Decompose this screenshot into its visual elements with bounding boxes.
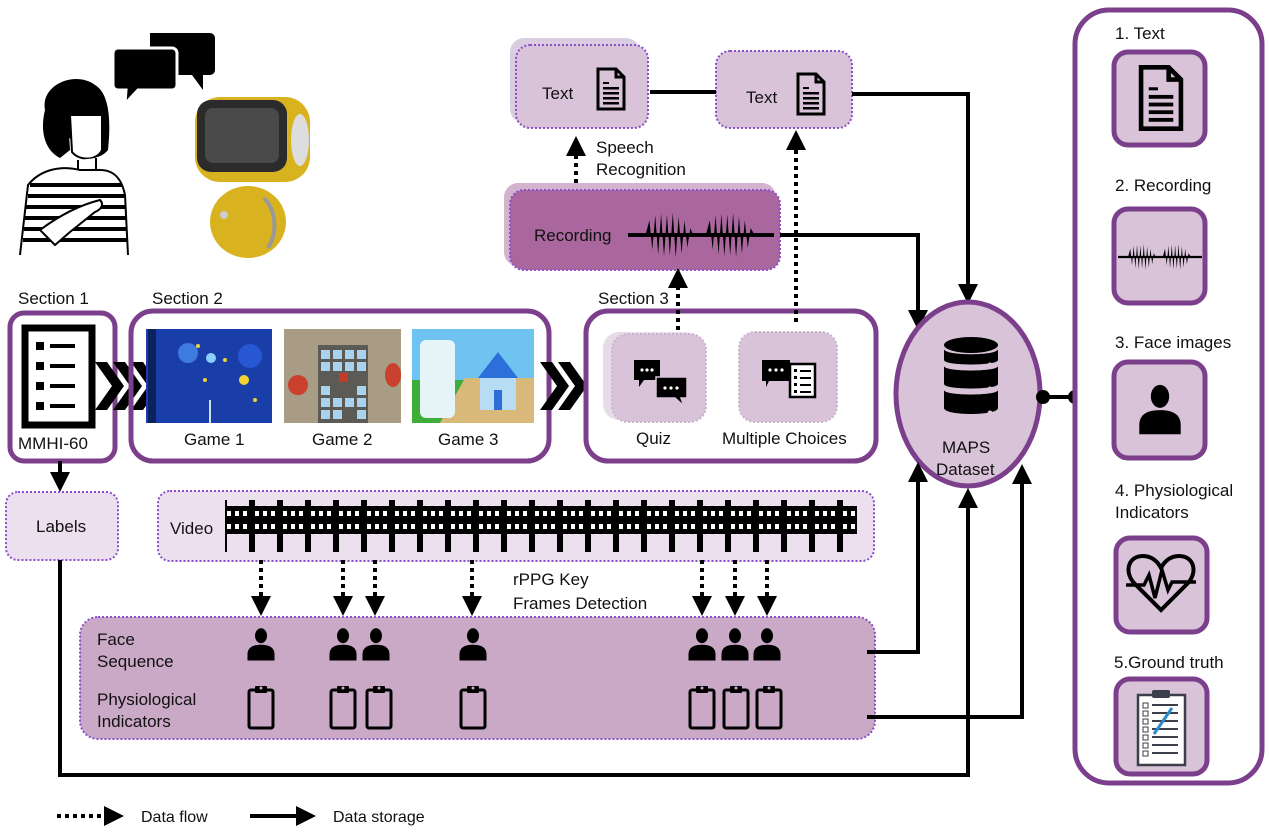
game2-thumbnail <box>284 329 401 423</box>
sequence-node <box>79 616 876 740</box>
labels-label: Labels <box>36 517 86 536</box>
section3-title: Section 3 <box>598 289 669 308</box>
quiz-label: Quiz <box>636 429 671 448</box>
game2-label: Game 2 <box>312 430 372 449</box>
chat-bubbles-icon <box>634 360 688 407</box>
rppg-label-1: rPPG Key <box>513 570 589 589</box>
speech-recognition-label-1: Speech <box>596 138 654 157</box>
section2-box <box>128 308 552 464</box>
output-label-ground-truth: 5.Ground truth <box>1114 653 1224 672</box>
data-storage-arrow <box>867 462 928 654</box>
output-label-physio-2: Indicators <box>1115 503 1189 522</box>
multiple-choices-label: Multiple Choices <box>722 429 847 448</box>
database-icon <box>944 337 998 416</box>
legend: Data flow Data storage <box>57 806 425 826</box>
output-label-physio-1: 4. Physiological <box>1115 481 1233 500</box>
physio-label-1: Physiological <box>97 690 196 709</box>
game1-thumbnail <box>146 329 272 423</box>
multiple-choice-card <box>738 331 838 423</box>
output-card-physio <box>1113 535 1210 635</box>
rppg-label-2: Frames Detection <box>513 594 647 613</box>
section1-title: Section 1 <box>18 289 89 308</box>
dataset-label-2: Dataset <box>936 460 995 479</box>
game3-thumbnail <box>412 329 534 423</box>
checklist-icon <box>1136 690 1187 767</box>
maps-dataset-node <box>893 299 1043 489</box>
face-sequence-label-1: Face <box>97 630 135 649</box>
output-label-recording: 2. Recording <box>1115 176 1211 195</box>
questionnaire-icon <box>21 324 96 429</box>
data-storage-arrow <box>867 464 1032 719</box>
data-storage-arrow <box>58 488 978 777</box>
face-sequence-label-2: Sequence <box>97 652 174 671</box>
physio-label-2: Indicators <box>97 712 171 731</box>
film-strip-icon <box>225 500 857 552</box>
mmhi60-label: MMHI-60 <box>18 434 88 453</box>
heart-pulse-icon <box>1126 553 1196 613</box>
chevron-arrows-icon <box>540 362 587 410</box>
recording-node: Recording <box>504 183 781 271</box>
legend-data-storage-label: Data storage <box>333 809 425 826</box>
dataset-label-1: MAPS <box>942 438 990 457</box>
speech-recognition-label-2: Recognition <box>596 160 686 179</box>
output-label-face: 3. Face images <box>1115 333 1231 352</box>
keyframe-arrows <box>251 560 777 616</box>
person-illustration <box>19 79 129 256</box>
video-label: Video <box>170 519 213 538</box>
recording-label: Recording <box>534 226 612 245</box>
speech-bubbles-icon <box>111 33 215 109</box>
data-storage-arrow <box>852 92 978 304</box>
output-card-face <box>1111 359 1208 461</box>
game3-label: Game 3 <box>438 430 498 449</box>
legend-data-flow-label: Data flow <box>141 809 208 826</box>
data-storage-arrow <box>780 233 928 330</box>
chat-list-icon <box>762 360 817 399</box>
output-label-text: 1. Text <box>1115 24 1165 43</box>
text-node-1-label: Text <box>542 84 573 103</box>
text-node-2: Text <box>715 50 853 129</box>
text-node-1: Text <box>510 38 649 129</box>
quiz-card <box>603 332 707 423</box>
robot-image <box>195 97 310 258</box>
text-node-2-label: Text <box>746 88 777 107</box>
game1-label: Game 1 <box>184 430 244 449</box>
section2-title: Section 2 <box>152 289 223 308</box>
section3-box <box>583 308 879 464</box>
